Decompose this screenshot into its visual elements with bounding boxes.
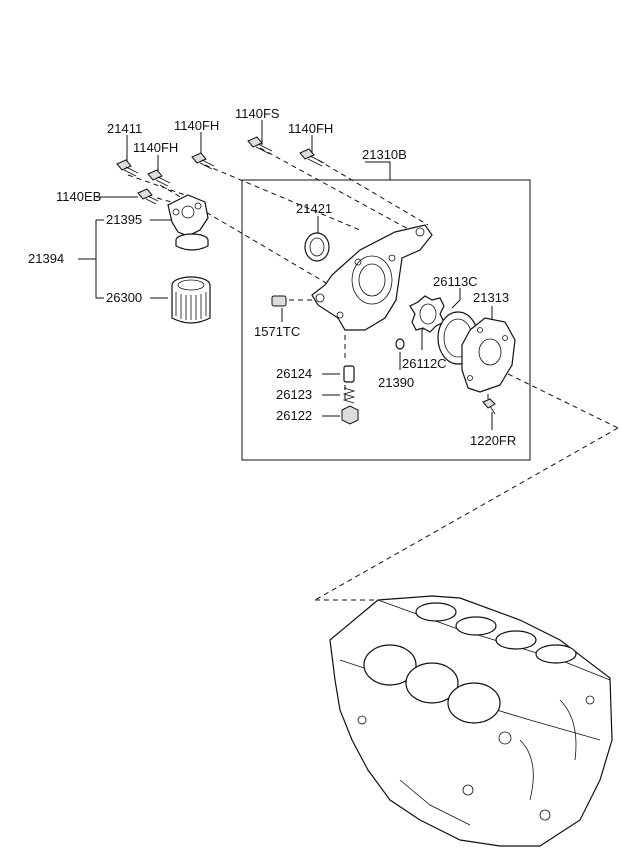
label-1140EB: 1140EB	[56, 189, 101, 204]
label-26123: 26123	[276, 387, 312, 402]
relief-plug-26122	[341, 405, 359, 425]
pump-cover-21313	[461, 317, 516, 393]
bolt-1140FH-right	[299, 148, 325, 167]
engine-block	[329, 595, 613, 847]
label-21395: 21395	[106, 212, 142, 227]
label-21394: 21394	[28, 251, 64, 266]
label-1140FH-c: 1140FH	[288, 121, 333, 136]
label-1220FR: 1220FR	[470, 433, 516, 448]
bolt-21411	[116, 159, 139, 177]
label-21310B: 21310B	[362, 147, 407, 162]
label-21313: 21313	[473, 290, 509, 305]
label-21390: 21390	[378, 375, 414, 390]
bolt-1140FH-middle	[191, 152, 215, 170]
o-ring-21390	[395, 338, 405, 350]
plug-1571TC	[271, 295, 287, 307]
bolt-1140FH-left	[147, 169, 171, 187]
label-21411: 21411	[107, 121, 142, 136]
label-21421: 21421	[296, 201, 332, 216]
label-1140FH-b: 1140FH	[174, 118, 219, 133]
label-26112C: 26112C	[402, 356, 447, 371]
bolt-1220FR	[482, 398, 496, 415]
oil-pump-housing-21310B	[311, 224, 433, 331]
oil-filter-26300	[171, 276, 211, 324]
part-number-labels: 21411 1140FH 1140FH 1140FS 1140FH 21310B…	[28, 106, 516, 448]
leader-lines	[78, 120, 493, 430]
label-26113C: 26113C	[433, 274, 478, 289]
assembly-frame	[241, 179, 531, 461]
label-1140FH-a: 1140FH	[133, 140, 178, 155]
bolt-1140EB	[137, 188, 159, 205]
inner-gear-26112C	[409, 295, 445, 333]
label-26122: 26122	[276, 408, 312, 423]
relief-spring-26123	[342, 387, 356, 404]
label-26300: 26300	[106, 290, 142, 305]
relief-plunger-26124	[343, 365, 355, 383]
label-26124: 26124	[276, 366, 312, 381]
oil-seal-21421	[304, 232, 330, 262]
label-1140FS: 1140FS	[235, 106, 280, 121]
label-1571TC: 1571TC	[254, 324, 300, 339]
bolt-1140FS	[247, 136, 273, 155]
filter-bracket-21395	[167, 194, 209, 251]
